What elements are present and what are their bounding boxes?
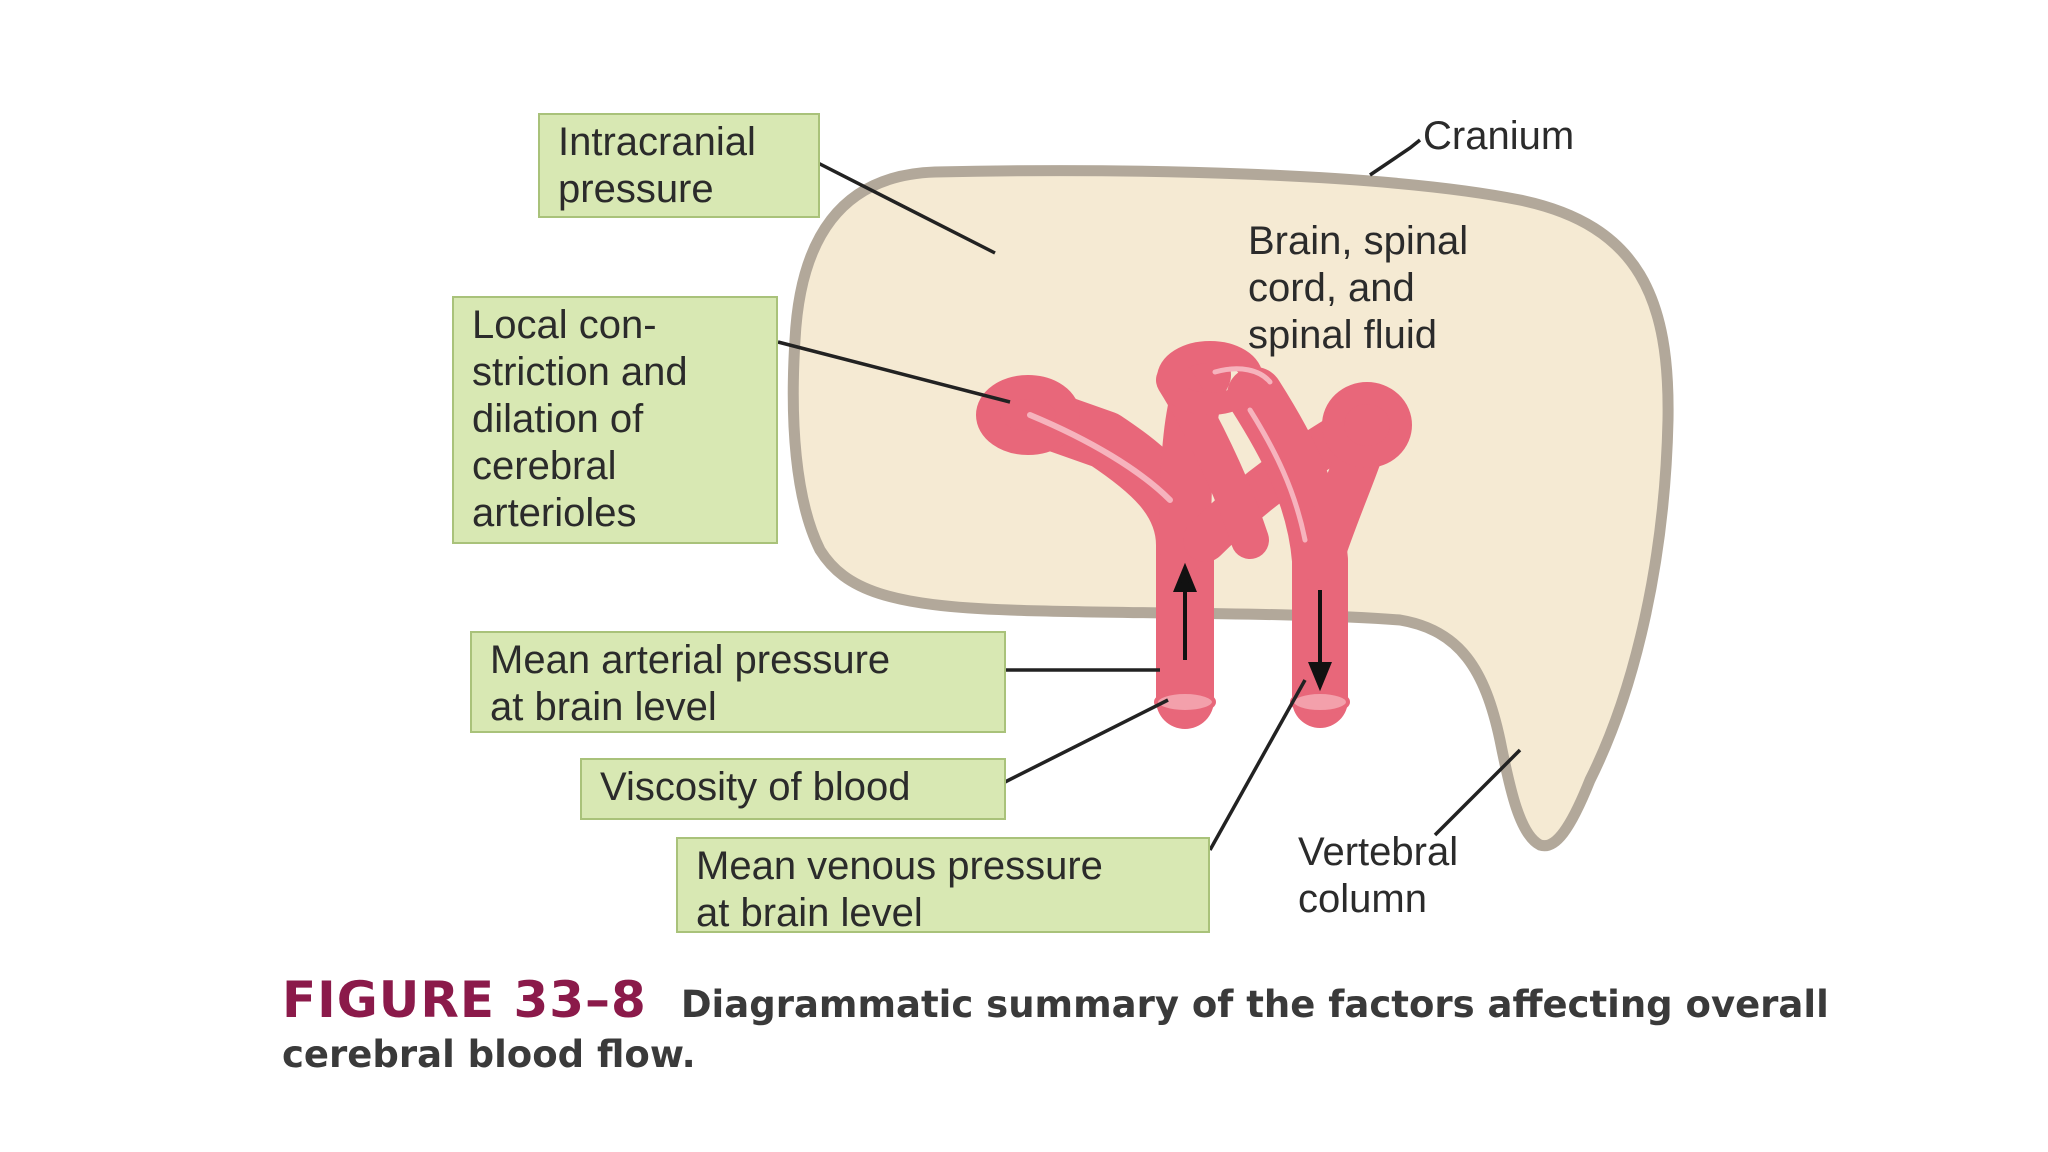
vein-end xyxy=(1290,690,1350,714)
intracranial-pressure-label: Intracranial pressure xyxy=(538,113,820,218)
caption-text: Diagrammatic summary of the factors affe… xyxy=(282,983,1829,1076)
cerebral-vessels xyxy=(976,341,1412,729)
leader-lines xyxy=(777,138,1522,851)
mean-venous-pressure-label: Mean venous pressure at brain level xyxy=(676,837,1210,935)
viscosity-of-blood-label: Viscosity of blood xyxy=(580,758,1006,820)
local-constriction-label: Local con- striction and dilation of cer… xyxy=(452,296,778,544)
cranium-label: Cranium xyxy=(1423,114,1575,158)
flow-arrows xyxy=(1173,562,1332,692)
brain-spinal-cord-label: Brain, spinal cord, and spinal fluid xyxy=(1248,219,1469,357)
figure-number: FIGURE 33–8 xyxy=(282,971,647,1029)
vertebral-column-label: Vertebral column xyxy=(1298,830,1459,921)
artery-end xyxy=(1154,690,1216,714)
mean-arterial-pressure-label: Mean arterial pressure at brain level xyxy=(470,631,1006,733)
